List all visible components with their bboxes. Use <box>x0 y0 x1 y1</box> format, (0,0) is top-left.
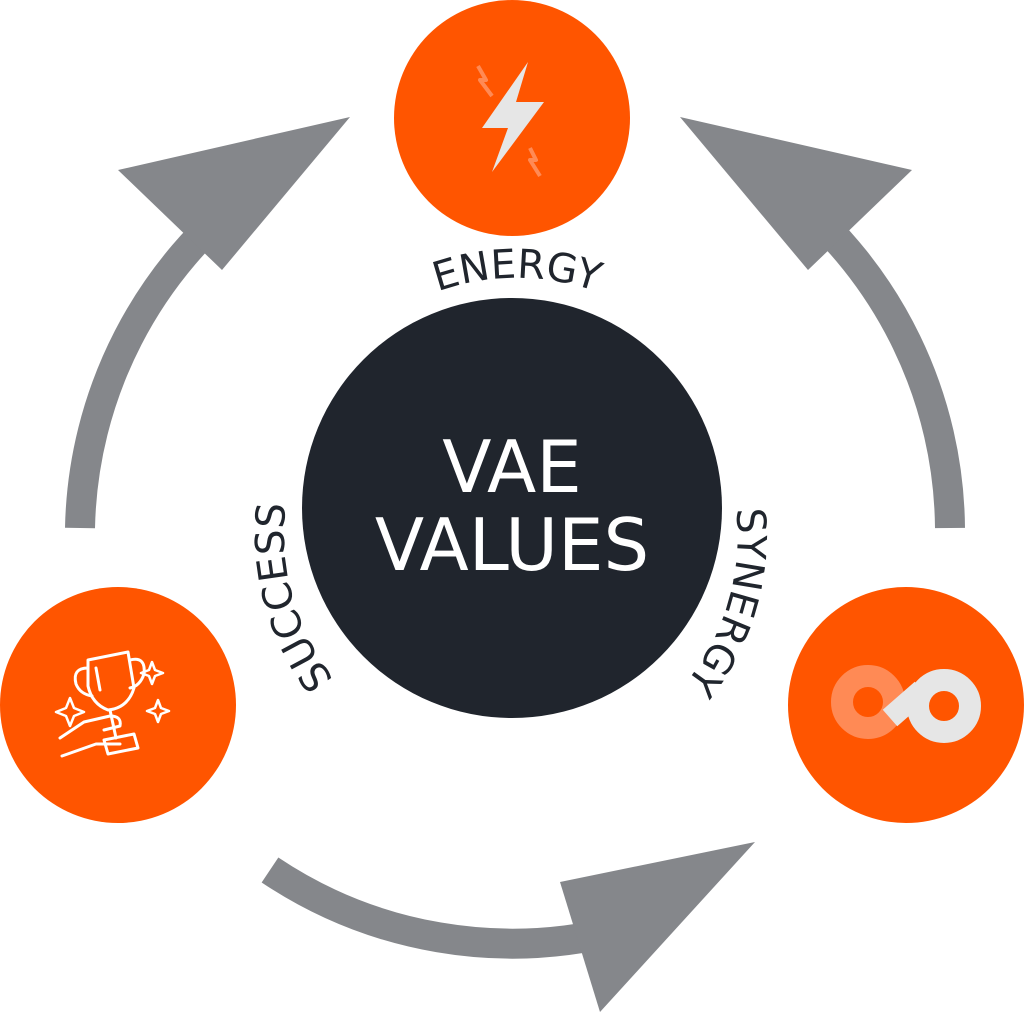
synergy-node <box>788 587 1024 823</box>
arrow-success-to-energy <box>65 117 350 529</box>
arrow-success-to-synergy <box>261 842 755 1012</box>
center-title-line1: VAE <box>442 425 581 509</box>
infinity-loop-icon <box>831 665 981 743</box>
lightning-bolt-icon <box>476 62 544 178</box>
cycle-arrows <box>65 117 965 1012</box>
center-title-line2: VALUES <box>375 503 649 587</box>
center-circle: VAE VALUES <box>302 298 722 718</box>
success-node <box>0 587 236 823</box>
arrow-synergy-to-energy <box>680 117 965 529</box>
trophy-icon <box>54 650 171 758</box>
label-energy: ENERGY <box>427 242 607 301</box>
energy-node <box>394 0 630 236</box>
